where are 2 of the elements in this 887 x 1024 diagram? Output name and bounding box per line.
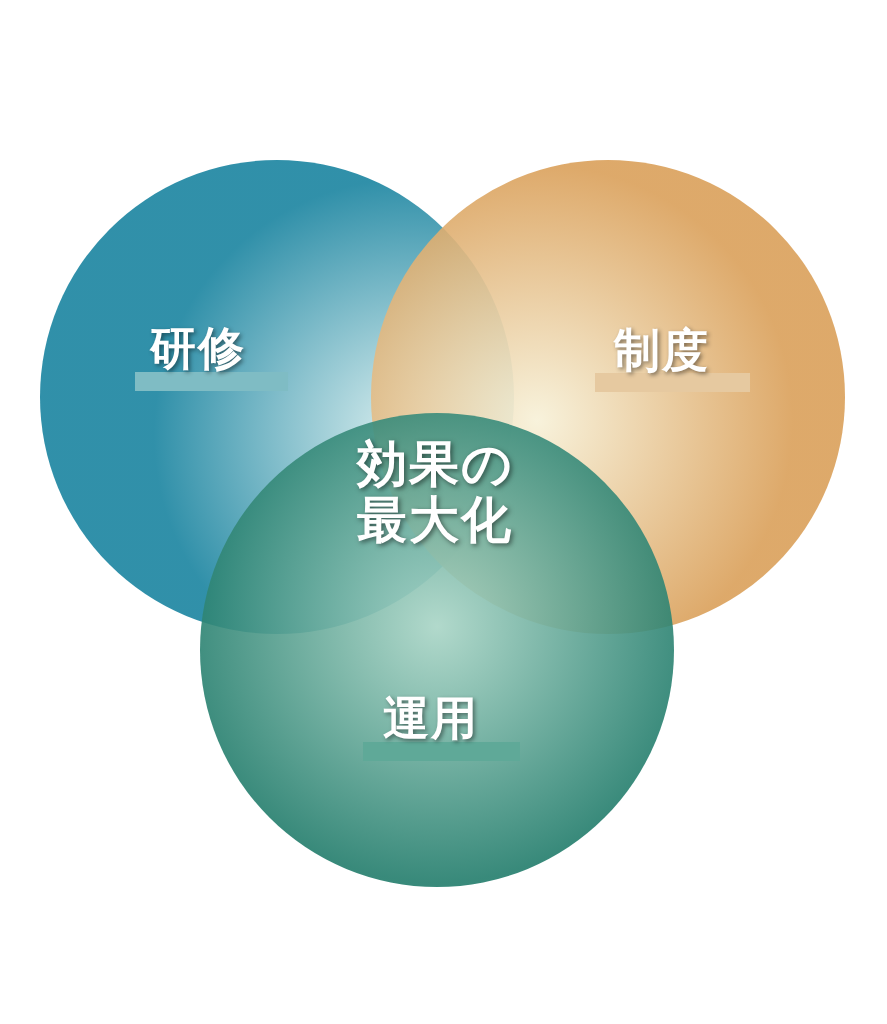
venn-circle — [200, 413, 674, 887]
center-label: 効果の最大化 — [355, 436, 515, 548]
